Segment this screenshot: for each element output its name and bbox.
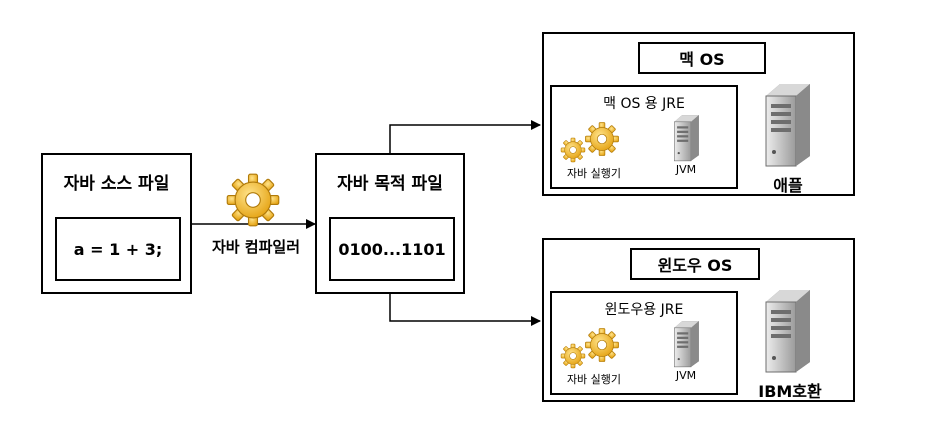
object-file-box: 자바 목적 파일 0100...1101 [315, 153, 465, 294]
mac-jvm-label: JVM [675, 163, 697, 176]
windows-jre-title: 윈도우용 JRE [604, 302, 684, 318]
windows-executor-gear-small-icon [560, 343, 586, 369]
windows-executor-label: 자바 실행기 [566, 373, 622, 386]
mac-os-panel: 맥 OS 맥 OS 용 JRE 자바 실행기 JVM 애플 [542, 32, 855, 196]
windows-jvm-server-icon [673, 320, 700, 368]
arrow-to-windows [389, 294, 541, 326]
mac-jre-title: 맥 OS 용 JRE [603, 96, 685, 112]
source-code-box: a = 1 + 3; [55, 217, 181, 281]
windows-machine-label: IBM호환 [758, 382, 822, 401]
source-file-box: 자바 소스 파일 a = 1 + 3; [41, 153, 192, 294]
mac-jre-box: 맥 OS 용 JRE 자바 실행기 JVM [550, 85, 738, 189]
compiler-gear-icon [226, 173, 280, 227]
mac-machine-label: 애플 [773, 176, 803, 195]
compiler-label: 자바 컴파일러 [211, 238, 301, 256]
windows-executor-gear-large-icon [585, 328, 619, 362]
windows-os-title: 윈도우 OS [657, 256, 733, 275]
mac-executor-gear-small-icon [560, 137, 586, 163]
source-code: a = 1 + 3; [73, 239, 163, 259]
source-file-title: 자바 소스 파일 [63, 174, 170, 194]
arrow-to-mac [389, 120, 541, 153]
mac-jvm-server-icon [673, 114, 700, 162]
mac-os-title: 맥 OS [679, 50, 725, 69]
object-code-box: 0100...1101 [329, 217, 455, 281]
windows-os-panel: 윈도우 OS 윈도우용 JRE 자바 실행기 JVM IBM호환 [542, 238, 855, 402]
mac-executor-label: 자바 실행기 [566, 167, 622, 180]
object-file-title: 자바 목적 파일 [337, 174, 443, 194]
windows-machine-server-icon [765, 289, 811, 373]
mac-machine-server-icon [765, 83, 811, 167]
windows-jvm-label: JVM [675, 369, 697, 382]
object-code: 0100...1101 [338, 239, 446, 259]
mac-executor-gear-large-icon [585, 122, 619, 156]
windows-os-title-box: 윈도우 OS [630, 248, 760, 280]
mac-os-title-box: 맥 OS [638, 42, 766, 74]
windows-jre-box: 윈도우용 JRE 자바 실행기 JVM [550, 291, 738, 395]
